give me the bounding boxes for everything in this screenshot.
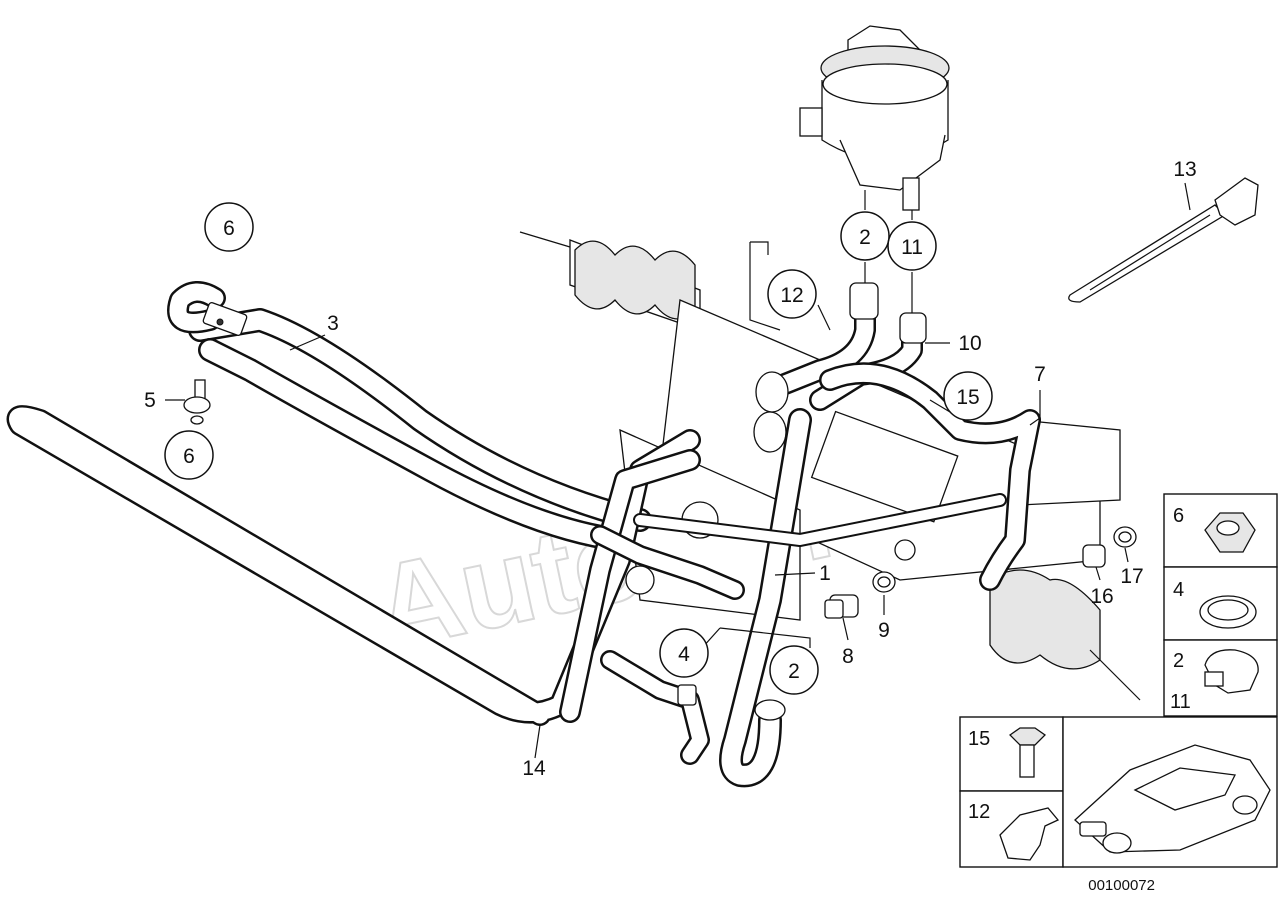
callout-16: 16 bbox=[1090, 585, 1113, 608]
callout-14: 14 bbox=[522, 757, 546, 780]
callout-9: 9 bbox=[878, 619, 890, 642]
svg-text:2: 2 bbox=[788, 660, 800, 683]
legend-ring: 4 bbox=[1163, 566, 1278, 641]
svg-text:17: 17 bbox=[1120, 565, 1143, 588]
callout-2-bottom: 2 bbox=[769, 645, 819, 695]
svg-text:2: 2 bbox=[1173, 650, 1184, 672]
svg-text:6: 6 bbox=[183, 445, 195, 468]
callout-3: 3 bbox=[327, 312, 339, 335]
legend-bolt: 15 bbox=[959, 716, 1064, 792]
small-parts bbox=[183, 302, 1137, 721]
svg-text:15: 15 bbox=[956, 386, 979, 409]
legend-car bbox=[1062, 716, 1278, 868]
callout-1: 1 bbox=[819, 562, 831, 585]
callout-12: 12 bbox=[767, 269, 817, 319]
fluid-reservoir bbox=[799, 25, 950, 211]
callout-2-top: 2 bbox=[840, 211, 890, 261]
callout-15: 15 bbox=[943, 371, 993, 421]
diagram-code: 00100072 bbox=[1088, 877, 1155, 894]
cable-tie bbox=[1068, 177, 1259, 303]
svg-text:2: 2 bbox=[859, 226, 871, 249]
callout-17: 17 bbox=[1120, 565, 1143, 588]
svg-text:3: 3 bbox=[327, 312, 339, 335]
legend-clamp: 2 11 bbox=[1163, 639, 1278, 717]
svg-text:6: 6 bbox=[1173, 505, 1184, 527]
svg-text:7: 7 bbox=[1034, 363, 1046, 386]
callout-7: 7 bbox=[1034, 363, 1046, 386]
svg-text:4: 4 bbox=[1173, 579, 1184, 601]
callout-5: 5 bbox=[144, 389, 156, 412]
svg-text:6: 6 bbox=[223, 217, 235, 240]
callout-11: 11 bbox=[887, 221, 937, 271]
legend-bracket: 12 bbox=[959, 790, 1064, 868]
callout-13: 13 bbox=[1173, 158, 1196, 181]
svg-text:11: 11 bbox=[1170, 691, 1191, 713]
callout-6-bottom: 6 bbox=[164, 430, 214, 480]
svg-text:12: 12 bbox=[968, 801, 990, 823]
svg-text:13: 13 bbox=[1173, 158, 1196, 181]
svg-text:11: 11 bbox=[901, 236, 923, 259]
svg-text:4: 4 bbox=[678, 643, 690, 666]
legend-nut: 6 bbox=[1163, 493, 1278, 568]
svg-text:5: 5 bbox=[144, 389, 156, 412]
svg-text:1: 1 bbox=[819, 562, 831, 585]
svg-text:12: 12 bbox=[780, 284, 803, 307]
callout-8: 8 bbox=[842, 645, 854, 668]
svg-text:9: 9 bbox=[878, 619, 890, 642]
callout-4: 4 bbox=[659, 628, 709, 678]
svg-text:10: 10 bbox=[958, 332, 981, 355]
svg-text:8: 8 bbox=[842, 645, 854, 668]
steering-rack bbox=[519, 231, 1141, 701]
svg-text:16: 16 bbox=[1090, 585, 1113, 608]
callout-10: 10 bbox=[958, 332, 981, 355]
callout-6-top: 6 bbox=[204, 202, 254, 252]
reservoir-hoses bbox=[753, 282, 927, 453]
svg-text:14: 14 bbox=[522, 757, 546, 780]
leader-lines bbox=[165, 182, 1191, 759]
svg-text:15: 15 bbox=[968, 728, 990, 750]
